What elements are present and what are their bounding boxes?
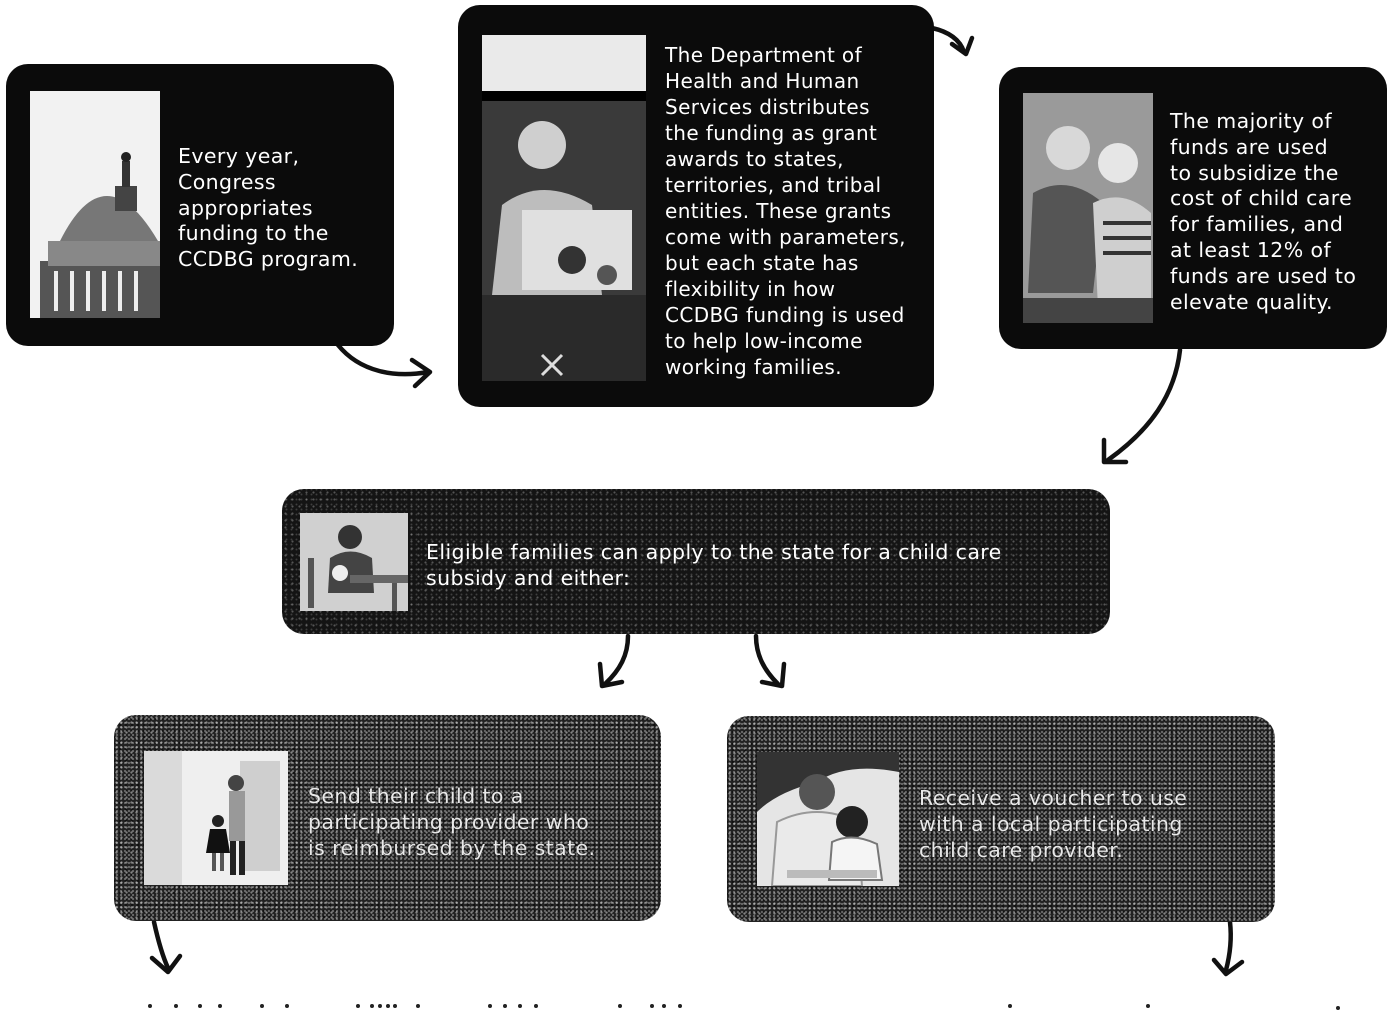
hhs-text: The Department of Health and Human Servi… — [665, 43, 906, 379]
voucher-box: Receive a voucher to use with a local pa… — [727, 716, 1275, 922]
cutoff-dots — [148, 1004, 1340, 1010]
voucher-text: Receive a voucher to use with a local pa… — [919, 786, 1188, 862]
children-playing-photo — [1023, 93, 1153, 323]
worker-photo — [482, 35, 646, 381]
hhs-box: The Department of Health and Human Servi… — [458, 5, 934, 407]
send-child-text: Send their child to a participating prov… — [308, 784, 596, 860]
caregiver-with-child-photo — [757, 752, 899, 886]
congress-text: Every year, Congress appropriates fundin… — [178, 144, 359, 272]
majority-text: The majority of funds are used to subsid… — [1170, 109, 1357, 314]
child-walking-photo — [144, 751, 288, 885]
eligible-text: Eligible families can apply to the state… — [426, 540, 1002, 590]
send-child-box: Send their child to a participating prov… — [114, 715, 661, 921]
eligible-box: Eligible families can apply to the state… — [282, 489, 1110, 634]
capitol-building-photo — [30, 91, 160, 318]
majority-box: The majority of funds are used to subsid… — [999, 67, 1387, 349]
congress-box: Every year, Congress appropriates fundin… — [6, 64, 394, 346]
family-at-table-photo — [300, 513, 408, 611]
